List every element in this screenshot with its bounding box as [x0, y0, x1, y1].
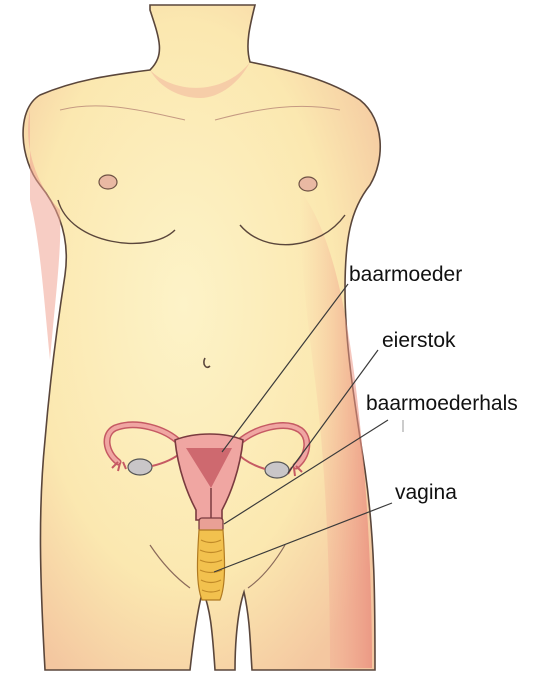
label-baarmoeder: baarmoeder [349, 264, 462, 285]
label-eierstok: eierstok [382, 330, 456, 351]
label-baarmoederhals: baarmoederhals [366, 393, 518, 414]
left-ovary [128, 459, 152, 475]
right-nipple [299, 177, 317, 191]
label-vagina: vagina [395, 482, 457, 503]
right-ovary [265, 462, 289, 478]
left-nipple [99, 175, 117, 189]
